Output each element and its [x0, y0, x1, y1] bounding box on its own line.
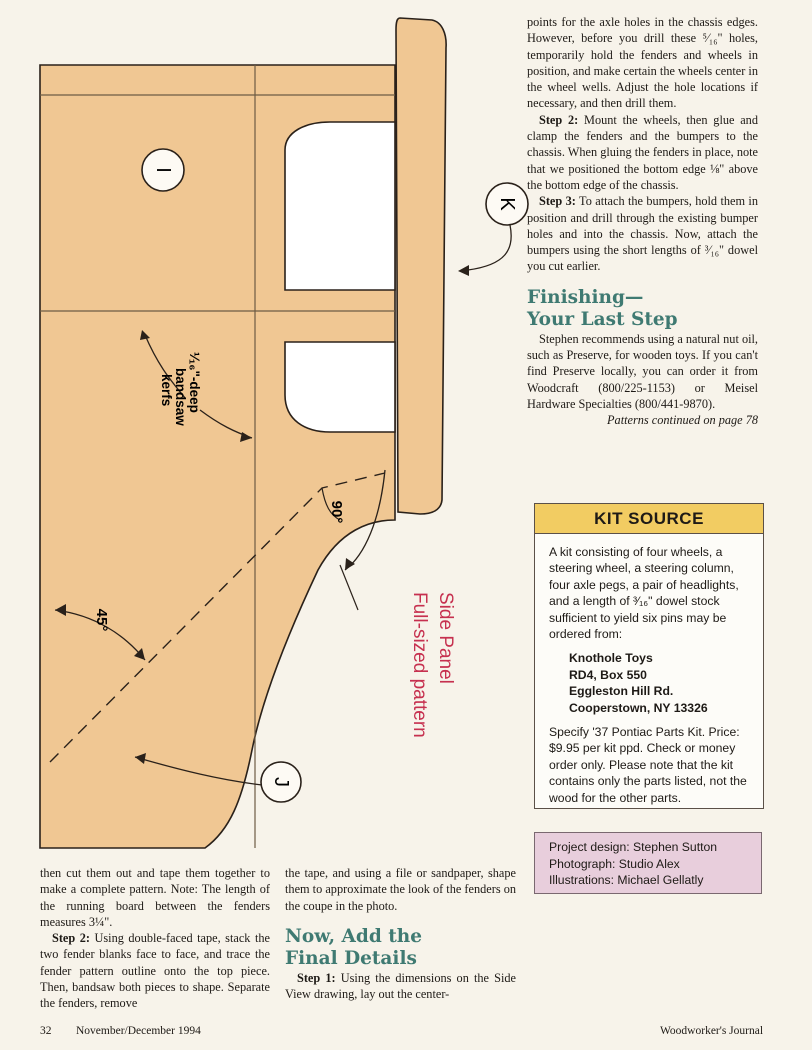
step3-paragraph: Step 3: To attach the bumpers, hold them…	[527, 193, 758, 274]
pattern-title-2: Full-sized pattern	[409, 592, 430, 738]
window-upper	[284, 121, 396, 291]
kit-address: Knothole Toys RD4, Box 550 Eggleston Hil…	[569, 650, 751, 716]
angle-45-label: 45°	[93, 609, 110, 632]
window-lower	[284, 341, 396, 433]
credit-photograph: Photograph: Studio Alex	[549, 856, 680, 871]
kit-address-line4: Cooperstown, NY 13326	[569, 700, 708, 715]
final-details-heading: Now, Add the Final Details	[285, 926, 516, 970]
step2-label: Step 2:	[539, 112, 579, 127]
pillar-shape	[395, 17, 447, 515]
footer-page-number: 32	[40, 1025, 52, 1037]
kit-note: Specify '37 Pontiac Parts Kit. Price: $9…	[549, 725, 747, 805]
tape-paragraph: the tape, and using a file or sandpaper,…	[285, 866, 516, 913]
kit-source-title: KIT SOURCE	[535, 504, 763, 534]
footer-magazine: Woodworker's Journal	[660, 1025, 764, 1037]
kit-intro: A kit consisting of four wheels, a steer…	[549, 545, 739, 642]
side-panel-pattern: I K J ¹⁄₁₆"-deep bandsaw kerfs 90° 45° S…	[39, 17, 529, 849]
callout-i-label: I	[152, 167, 174, 173]
credits-box: Project design: Stephen Sutton Photograp…	[534, 832, 762, 894]
final-details-heading-line2: Final Details	[285, 947, 417, 969]
final-step1-text: Using the dimensions on the Side View dr…	[285, 970, 516, 1002]
kit-address-line2: RD4, Box 550	[569, 667, 647, 682]
step2-paragraph: Step 2: Mount the wheels, then glue and …	[527, 112, 758, 193]
axle-holes-paragraph: points for the axle holes in the chassis…	[527, 15, 758, 111]
right-column: points for the axle holes in the chassis…	[527, 14, 758, 429]
callout-j-label: J	[270, 777, 292, 787]
kit-address-line3: Eggleston Hill Rd.	[569, 684, 674, 699]
angle-90-label: 90°	[328, 501, 345, 524]
step2-text: Mount the wheels, then glue and clamp th…	[527, 112, 758, 192]
callout-i-circle	[141, 148, 185, 192]
patterns-continued: Patterns continued on page 78	[607, 413, 758, 428]
footer-date: November/December 1994	[76, 1025, 201, 1037]
step3-text: To attach the bumpers, hold them in posi…	[527, 194, 758, 274]
finishing-heading-line2: Your Last Step	[527, 308, 678, 330]
callout-k-circle	[485, 182, 529, 226]
kerf-label-3: kerfs	[159, 374, 174, 406]
finishing-heading: Finishing— Your Last Step	[527, 287, 758, 331]
kerf-label-1: ¹⁄₁₆"-deep	[187, 352, 202, 413]
kit-source-box: KIT SOURCE A kit consisting of four whee…	[534, 503, 764, 809]
final-step1-paragraph: Step 1: Using the dimensions on the Side…	[285, 970, 516, 1003]
final-step1-label: Step 1:	[297, 970, 336, 985]
fender-step2-label: Step 2:	[52, 931, 90, 946]
final-details-heading-line1: Now, Add the	[285, 925, 422, 947]
fender-step2-paragraph: Step 2: Using double-faced tape, stack t…	[40, 930, 270, 1011]
callout-j-circle	[260, 761, 302, 803]
kerf-label-2: bandsaw	[173, 368, 188, 426]
step3-label: Step 3:	[539, 194, 576, 209]
credit-illustrations: Illustrations: Michael Gellatly	[549, 873, 704, 887]
fender-step2-text: Using double-faced tape, stack the two f…	[40, 931, 270, 1011]
finishing-paragraph: Stephen recommends using a natural nut o…	[527, 331, 758, 411]
bottom-column-1: then cut them out and tape them together…	[40, 865, 270, 1012]
credit-design: Project design: Stephen Sutton	[549, 840, 718, 854]
bottom-column-2: the tape, and using a file or sandpaper,…	[285, 865, 516, 1002]
finishing-heading-line1: Finishing—	[527, 286, 644, 308]
kit-address-line1: Knothole Toys	[569, 651, 653, 666]
running-board-paragraph: then cut them out and tape them together…	[40, 866, 270, 929]
pattern-title-1: Side Panel	[435, 592, 456, 684]
callout-k-label: K	[496, 197, 518, 211]
